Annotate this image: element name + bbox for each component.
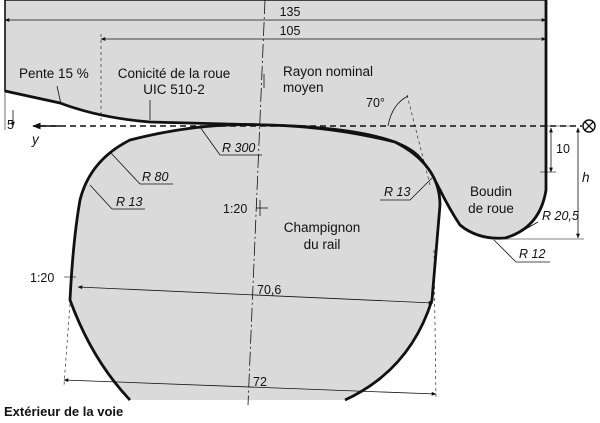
r300-leader — [199, 126, 221, 156]
champignon-label-2: du rail — [304, 237, 341, 252]
slope-inner-label: 1:20 — [223, 202, 247, 216]
r12-leader — [493, 239, 517, 263]
dim-72-line — [63, 378, 437, 396]
boudin-label-2: de roue — [468, 201, 514, 216]
dim-10-label: 10 — [556, 142, 570, 156]
champignon-label-1: Champignon — [284, 220, 361, 235]
r13-rail-label: R 13 — [116, 195, 142, 209]
cross-circle-icon — [582, 119, 596, 133]
dim-70-6-line — [77, 285, 434, 305]
angle-70-label: 70° — [366, 96, 385, 110]
dim-70-6-ext-right — [433, 249, 437, 401]
boudin-label-1: Boudin — [470, 184, 512, 199]
slope-outer-label: 1:20 — [30, 271, 54, 285]
dim-135-label: 135 — [280, 5, 301, 19]
r12-label: R 12 — [519, 247, 545, 261]
axis-y-label: y — [31, 132, 40, 147]
dim-70-6-label: 70,6 — [257, 283, 281, 297]
conicite-label-1: Conicité de la roue — [118, 66, 231, 81]
dim-5-label: 5 — [7, 118, 14, 132]
dim-105-label: 105 — [280, 24, 301, 38]
r13-rail-leader — [89, 184, 113, 210]
caption: Extérieur de la voie — [4, 404, 123, 419]
dim-70-6-ext-left — [63, 249, 75, 386]
r13-flange-leader — [409, 177, 433, 201]
r20-5-leader — [523, 221, 539, 231]
conicite-label-2: UIC 510-2 — [143, 82, 205, 97]
r300-label: R 300 — [222, 141, 255, 155]
rayon-label-2: moyen — [283, 80, 324, 95]
r80-leader — [109, 151, 141, 185]
r20-5-label: R 20,5 — [542, 209, 579, 223]
dim-h-label: h — [582, 170, 590, 185]
rail-center-axis — [247, 0, 266, 406]
rayon-label-1: Rayon nominal — [283, 64, 373, 79]
pente-leader — [56, 85, 62, 105]
rail-head-profile — [70, 124, 440, 401]
dim-72-label: 72 — [253, 375, 267, 389]
angle-70-arc — [387, 95, 409, 127]
r13-flange-label: R 13 — [384, 185, 410, 199]
pente-label: Pente 15 % — [19, 66, 89, 81]
r80-label: R 80 — [142, 170, 168, 184]
